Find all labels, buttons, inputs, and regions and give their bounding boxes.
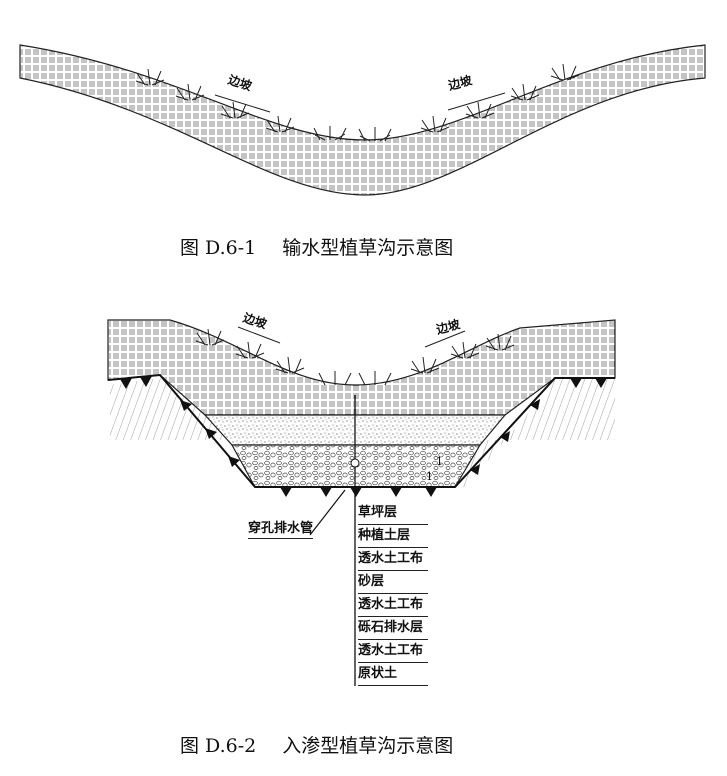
layer-label: 砂层 xyxy=(358,571,428,594)
layer-label: 透水土工布 xyxy=(358,548,428,571)
layer-label: 原状土 xyxy=(358,663,428,686)
infiltration-swale-section xyxy=(107,319,616,686)
grass-icon xyxy=(195,328,515,386)
figure-caption-1: 图 D.6-1 输水型植草沟示意图 xyxy=(180,233,453,260)
layer-label: 草坪层 xyxy=(358,502,428,525)
layer-label: 透水土工布 xyxy=(358,594,428,617)
layer-label: 种植土层 xyxy=(358,525,428,548)
slope-ratio-horizontal: 1 xyxy=(426,470,433,483)
perforated-drain-pipe-label: 穿孔排水管 xyxy=(248,520,314,539)
conveyance-swale-section xyxy=(19,44,706,196)
caption-number: 图 D.6-1 xyxy=(180,237,257,259)
slope-ratio-vertical: 1 xyxy=(436,455,443,468)
caption-number: 图 D.6-2 xyxy=(180,735,257,757)
figure-caption-2: 图 D.6-2 入渗型植草沟示意图 xyxy=(180,731,453,758)
layer-label: 透水土工布 xyxy=(358,640,428,663)
grass-icon xyxy=(135,63,580,142)
caption-title: 输水型植草沟示意图 xyxy=(282,237,454,259)
caption-title: 入渗型植草沟示意图 xyxy=(282,735,454,757)
layer-label: 砾石排水层 xyxy=(358,617,428,640)
